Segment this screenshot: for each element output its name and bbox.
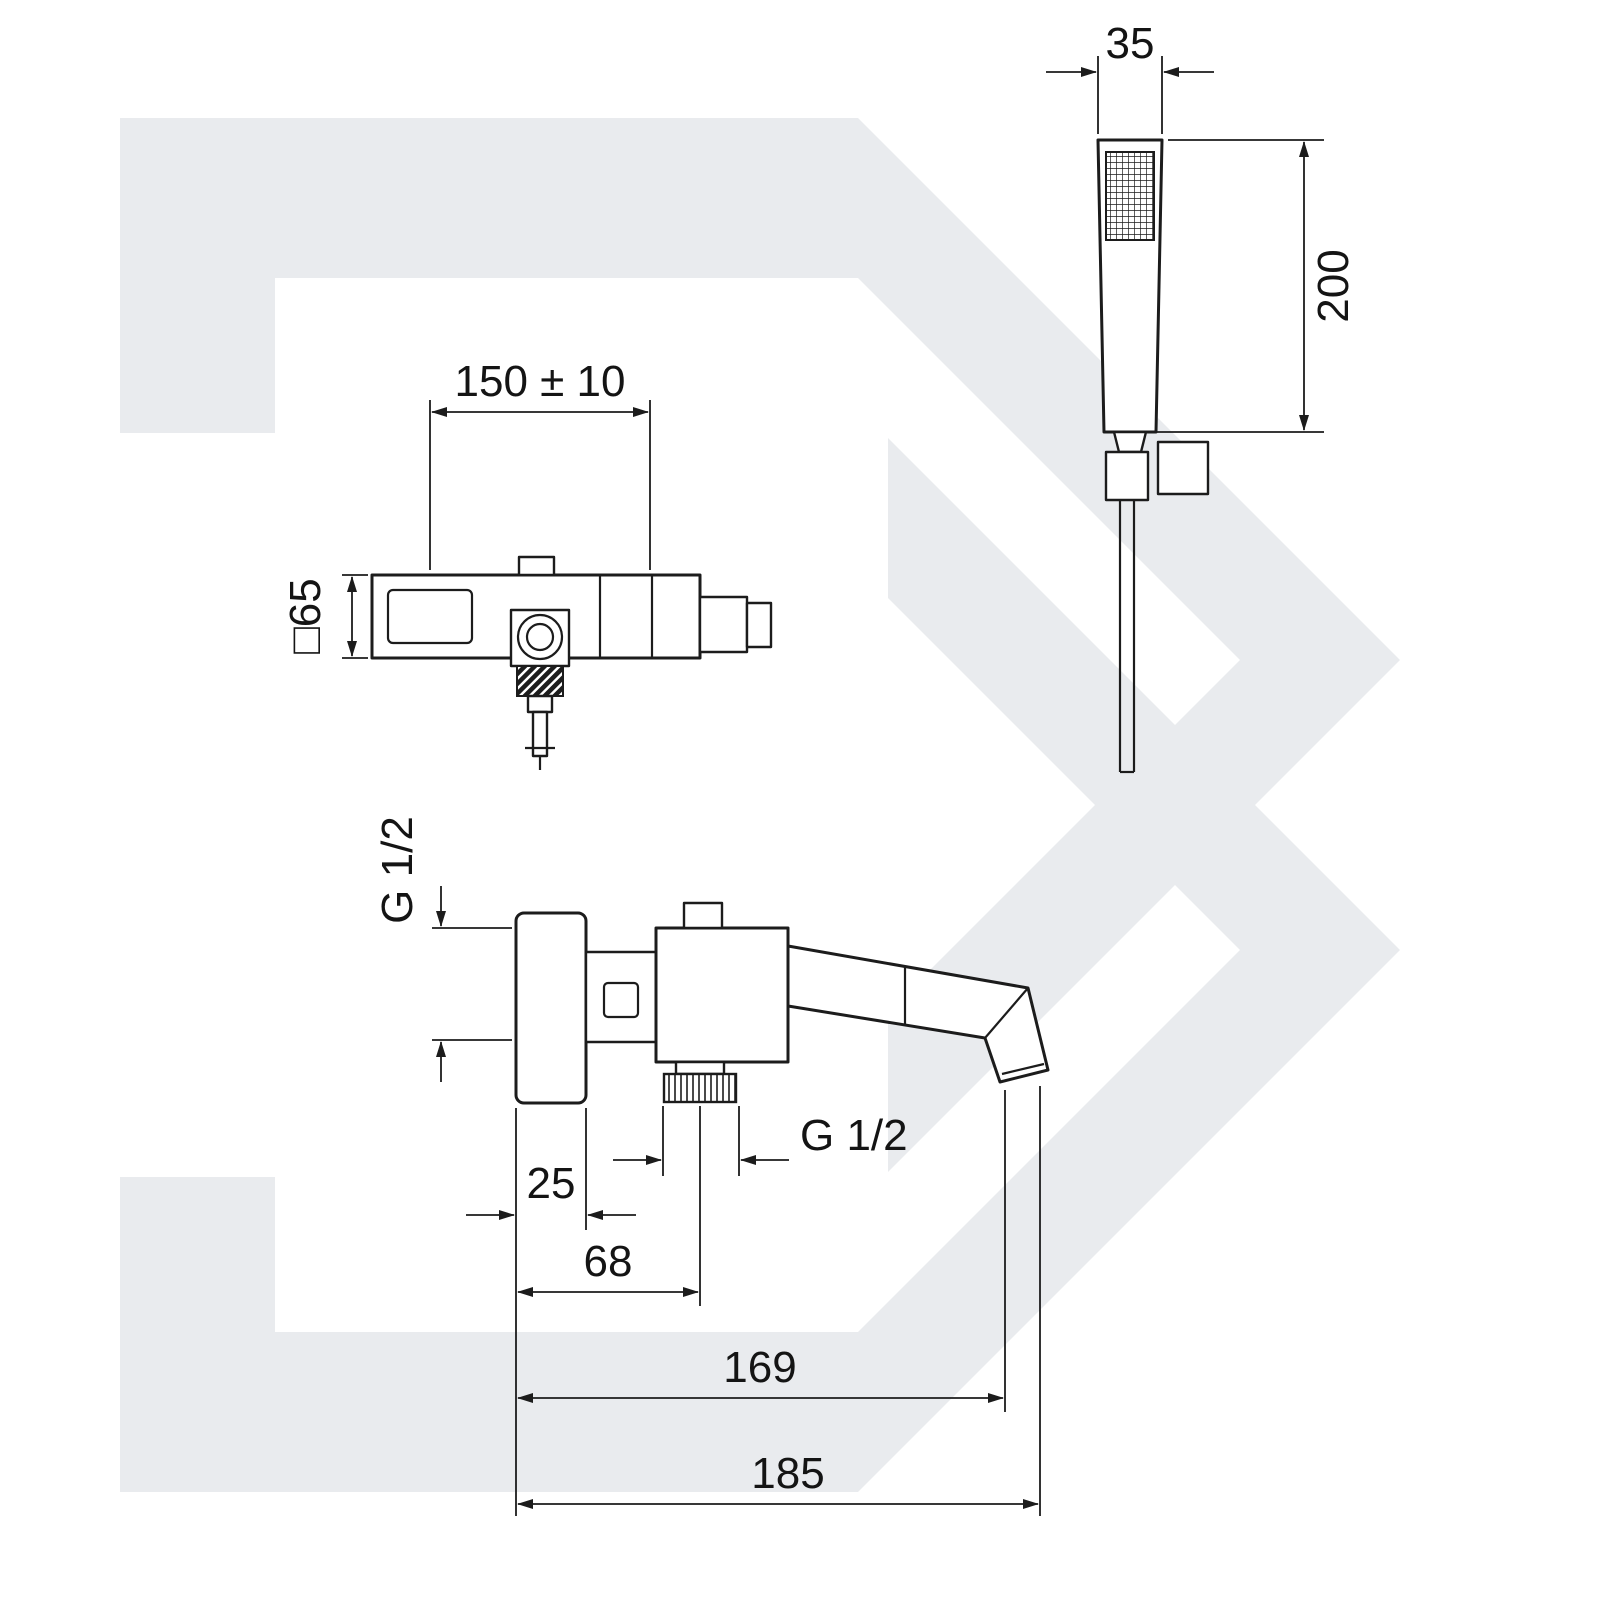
dim-outlet-thread: G 1/2 [613, 1106, 908, 1176]
handle-block [698, 595, 749, 654]
dim-shower-width: 35 [1046, 19, 1214, 134]
dim-wall-depth: 25 [466, 1108, 636, 1230]
dim-overall-length: 185 [517, 1086, 1041, 1516]
dim-label-overall-length: 185 [751, 1449, 824, 1498]
wall-bracket [1156, 440, 1210, 496]
dim-mounting-centers: 150 ± 10 [429, 357, 651, 570]
outlet-threads [662, 1072, 738, 1104]
body-connector [584, 950, 658, 1044]
cartridge-housing [509, 608, 571, 668]
handle-end [745, 601, 773, 649]
spout-neck-top-view [526, 694, 554, 714]
mixer-front-view: G 1/2 G 1/2 25 68 169 [373, 816, 1050, 1516]
dim-inlet-thread: G 1/2 [373, 816, 512, 1082]
spout-nozzle-cut [984, 987, 1029, 1039]
wall-flange [514, 911, 588, 1105]
dim-spout-center: 169 [517, 1090, 1006, 1412]
dim-label-inlet-thread: G 1/2 [373, 816, 422, 924]
dim-label-wall-depth: 25 [527, 1159, 576, 1208]
shower-spray-face [1105, 151, 1155, 241]
diverter-knob-top [517, 555, 556, 577]
hose-nut [1104, 450, 1150, 502]
spout-aerator-line [1001, 1062, 1045, 1076]
dim-body-section: □65 [281, 574, 368, 659]
mixer-body [654, 926, 790, 1064]
dim-label-outlet-offset: 68 [584, 1237, 633, 1286]
dim-outlet-offset: 68 [517, 1106, 701, 1306]
brand-watermark [120, 118, 1400, 1492]
watermark-chevron-bottom [120, 438, 1400, 1492]
dim-label-outlet-thread: G 1/2 [800, 1111, 908, 1160]
shower-neck [1112, 430, 1148, 454]
dim-label-spout-center: 169 [723, 1343, 796, 1392]
dim-label-body-section: □65 [281, 578, 330, 654]
cartridge-cap-outer [516, 613, 564, 661]
mixer-top-view: 150 ± 10 □65 [281, 357, 773, 770]
dim-label-shower-height: 200 [1309, 249, 1358, 322]
outlet-neck [674, 1060, 726, 1076]
dim-label-mounting-centers: 150 ± 10 [455, 357, 626, 406]
cartridge-cap-inner [525, 622, 555, 652]
dim-shower-height: 200 [1150, 139, 1358, 433]
diverter-knob [682, 901, 724, 930]
dim-label-shower-width: 35 [1106, 19, 1155, 68]
watermark-chevron-top [120, 118, 1400, 1172]
hatched-collar [516, 665, 564, 697]
hand-shower-view: 35 200 [1046, 19, 1358, 774]
connector-inner-square [602, 981, 640, 1019]
spout-stem-top-view [531, 710, 549, 758]
top-view-flange-inner [386, 588, 474, 645]
